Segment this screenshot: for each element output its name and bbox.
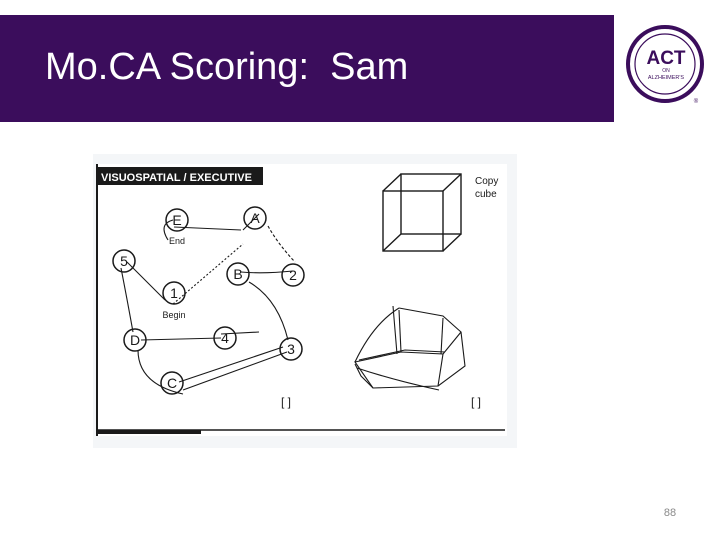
act-on-alzheimers-logo: ACT ON ALZHEIMER'S ® (624, 24, 708, 108)
end-label: End (169, 236, 185, 246)
node-circle-c (160, 371, 184, 395)
page-number: 88 (663, 507, 677, 519)
node-label-1: 1 (170, 285, 178, 301)
node-circle-e (165, 208, 189, 232)
score-mark-cube: [ ] (471, 395, 481, 409)
node-circle-d (123, 328, 147, 352)
node-label-a: A (250, 210, 260, 226)
slide-title: Mo.CA Scoring: Sam (45, 46, 409, 88)
patient-cube-drawing (354, 305, 466, 391)
section-label-box (97, 167, 263, 185)
moca-scan-figure: VISUOSPATIAL / EXECUTIVE (93, 154, 517, 448)
copy-cube-label-line2: cube (475, 189, 497, 200)
node-label-e: E (172, 212, 181, 228)
logo-registered-mark: ® (694, 98, 699, 105)
node-label-b: B (233, 266, 242, 282)
node-circle-a (243, 206, 267, 230)
node-circle-b (226, 262, 250, 286)
node-label-5: 5 (120, 253, 128, 269)
logo-sub-text: ALZHEIMER'S (648, 75, 685, 81)
score-mark-trail: [ ] (281, 395, 291, 409)
logo-main-text: ACT (646, 48, 685, 69)
node-circle-2 (281, 263, 305, 287)
logo-small-text: ON (662, 68, 670, 74)
node-label-4: 4 (221, 330, 229, 346)
begin-label: Begin (162, 310, 185, 320)
reference-cube (382, 173, 462, 252)
node-label-d: D (130, 332, 140, 348)
node-label-3: 3 (287, 341, 295, 357)
copy-cube-label-line1: Copy (475, 176, 498, 187)
node-label-c: C (167, 375, 177, 391)
trail-lines (120, 213, 296, 395)
node-label-2: 2 (289, 267, 297, 283)
trail-circles (112, 206, 305, 395)
node-circle-5 (112, 249, 136, 273)
node-circle-1 (162, 281, 186, 305)
node-circle-3 (279, 337, 303, 361)
title-banner (0, 15, 614, 122)
node-circle-4 (213, 326, 237, 350)
section-label: VISUOSPATIAL / EXECUTIVE (101, 172, 252, 184)
